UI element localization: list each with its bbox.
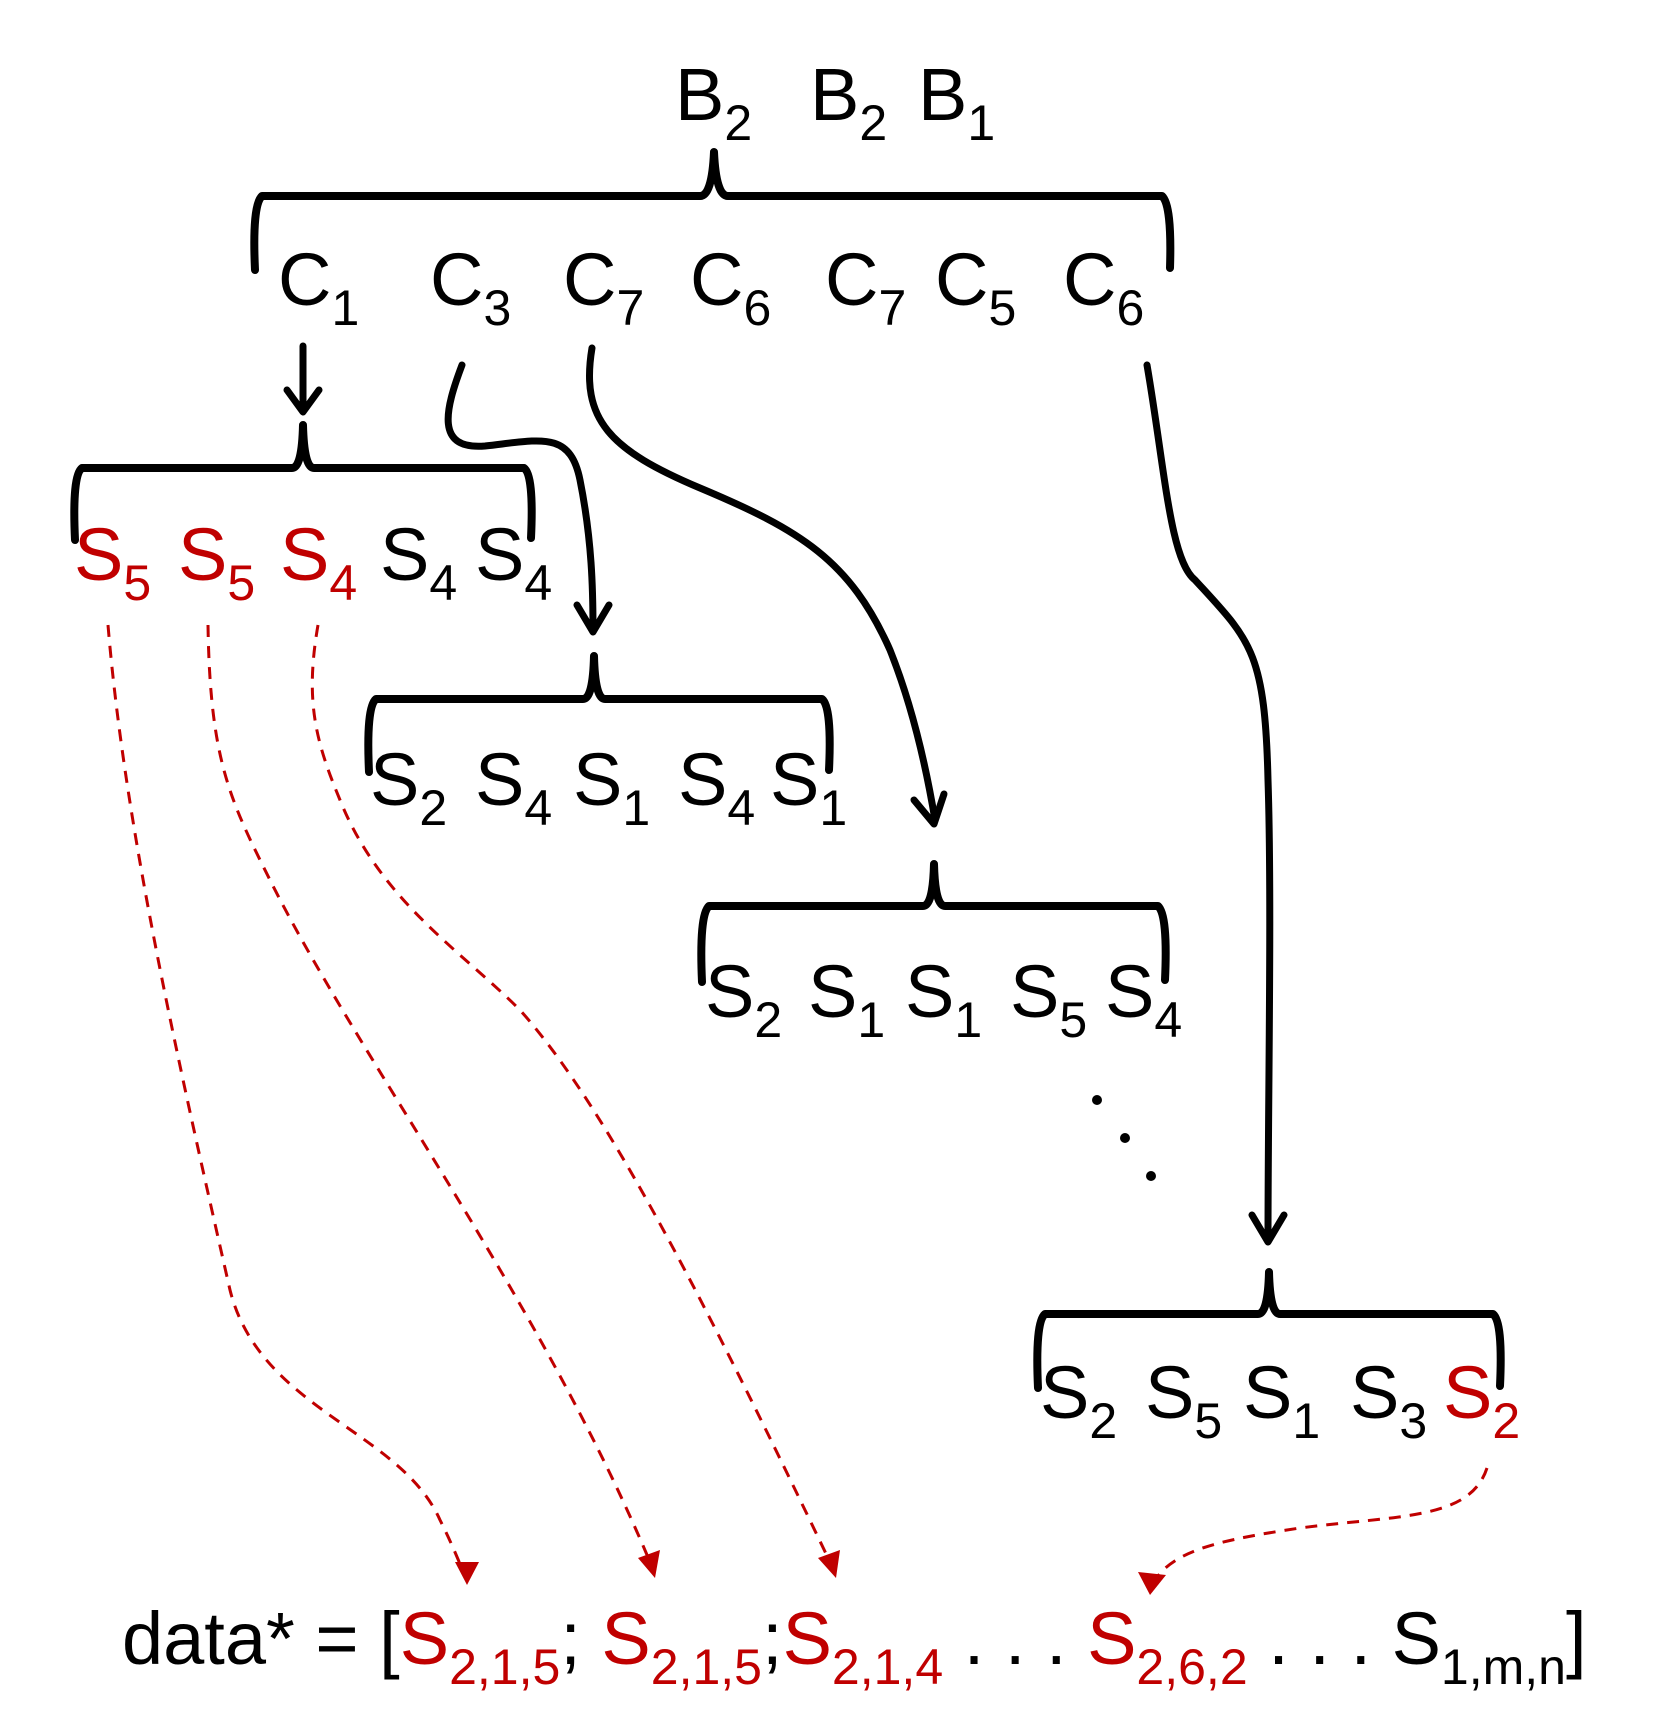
g2-item-2: S4: [475, 738, 552, 836]
group-1-brace: [70, 421, 536, 544]
g2-item-5: S1: [770, 738, 847, 836]
arrow-c3-to-g2: [444, 361, 613, 636]
b-label-1: B2: [675, 53, 752, 151]
dashed-arrow-s4-to-item3: [310, 624, 840, 1578]
formula-item-2: S: [601, 1597, 650, 1680]
formula-prefix: data* = [: [122, 1597, 400, 1680]
arrow-c1-to-g1: [283, 342, 323, 416]
g4-item-1: S2: [1040, 1351, 1117, 1449]
g4-item-4: S3: [1350, 1351, 1427, 1449]
top-brace: [250, 148, 1175, 274]
g4-item-3: S1: [1243, 1351, 1320, 1449]
group-4-brace: [1033, 1268, 1505, 1392]
g1-item-3: S4: [280, 513, 357, 611]
group-2-brace: [364, 652, 834, 776]
arrow-c6-to-g4: [1143, 361, 1288, 1246]
ellipsis-dots: [1092, 1095, 1156, 1181]
cluster-label-4: C6: [690, 238, 771, 336]
dashed-arrow-s2-to-item4: [1138, 1467, 1489, 1595]
g1-item-4: S4: [380, 513, 457, 611]
cluster-label-5: C7: [825, 238, 906, 336]
formula-item-4-sub: 2,6,2: [1136, 1639, 1247, 1695]
g3-item-3: S1: [905, 950, 982, 1048]
formula-item-5: S: [1392, 1597, 1441, 1680]
cluster-label-1: C1: [278, 238, 359, 336]
dashed-arrow-s5-to-item1: [106, 624, 479, 1585]
b-label-3: B1: [918, 53, 995, 151]
b-label-2: B2: [810, 53, 887, 151]
g3-item-2: S1: [808, 950, 885, 1048]
g3-item-1: S2: [705, 950, 782, 1048]
formula-sep-2: ;: [762, 1597, 783, 1680]
formula: data* = [S2,1,5; S2,1,5;S2,1,4 . . . S2,…: [122, 1597, 1587, 1695]
formula-gap-1: . . .: [943, 1597, 1087, 1680]
cluster-label-7: C6: [1063, 238, 1144, 336]
formula-gap-2: . . .: [1248, 1597, 1392, 1680]
cluster-label-2: C3: [430, 238, 511, 336]
dashed-arrow-s5-to-item2: [206, 624, 660, 1578]
g3-item-4: S5: [1010, 950, 1087, 1048]
formula-item-5-sub: 1,m,n: [1441, 1639, 1566, 1695]
formula-item-2-sub: 2,1,5: [651, 1639, 762, 1695]
formula-item-4: S: [1087, 1597, 1136, 1680]
g1-item-1: S5: [74, 513, 151, 611]
g1-item-5: S4: [475, 513, 552, 611]
formula-sep-1: ;: [560, 1597, 601, 1680]
formula-item-1-sub: 2,1,5: [449, 1639, 560, 1695]
formula-item-3: S: [783, 1597, 832, 1680]
g2-item-1: S2: [370, 738, 447, 836]
formula-item-3-sub: 2,1,4: [832, 1639, 943, 1695]
group-3-brace: [697, 860, 1170, 986]
formula-suffix: ]: [1566, 1597, 1587, 1680]
g2-item-4: S4: [678, 738, 755, 836]
formula-item-1: S: [400, 1597, 449, 1680]
cluster-label-6: C5: [935, 238, 1016, 336]
g3-item-5: S4: [1105, 950, 1182, 1048]
cluster-label-3: C7: [563, 238, 644, 336]
g1-item-2: S5: [178, 513, 255, 611]
g4-item-5: S2: [1443, 1351, 1520, 1449]
g2-item-3: S1: [573, 738, 650, 836]
arrow-c7-to-g3: [585, 344, 948, 828]
g4-item-2: S5: [1145, 1351, 1222, 1449]
